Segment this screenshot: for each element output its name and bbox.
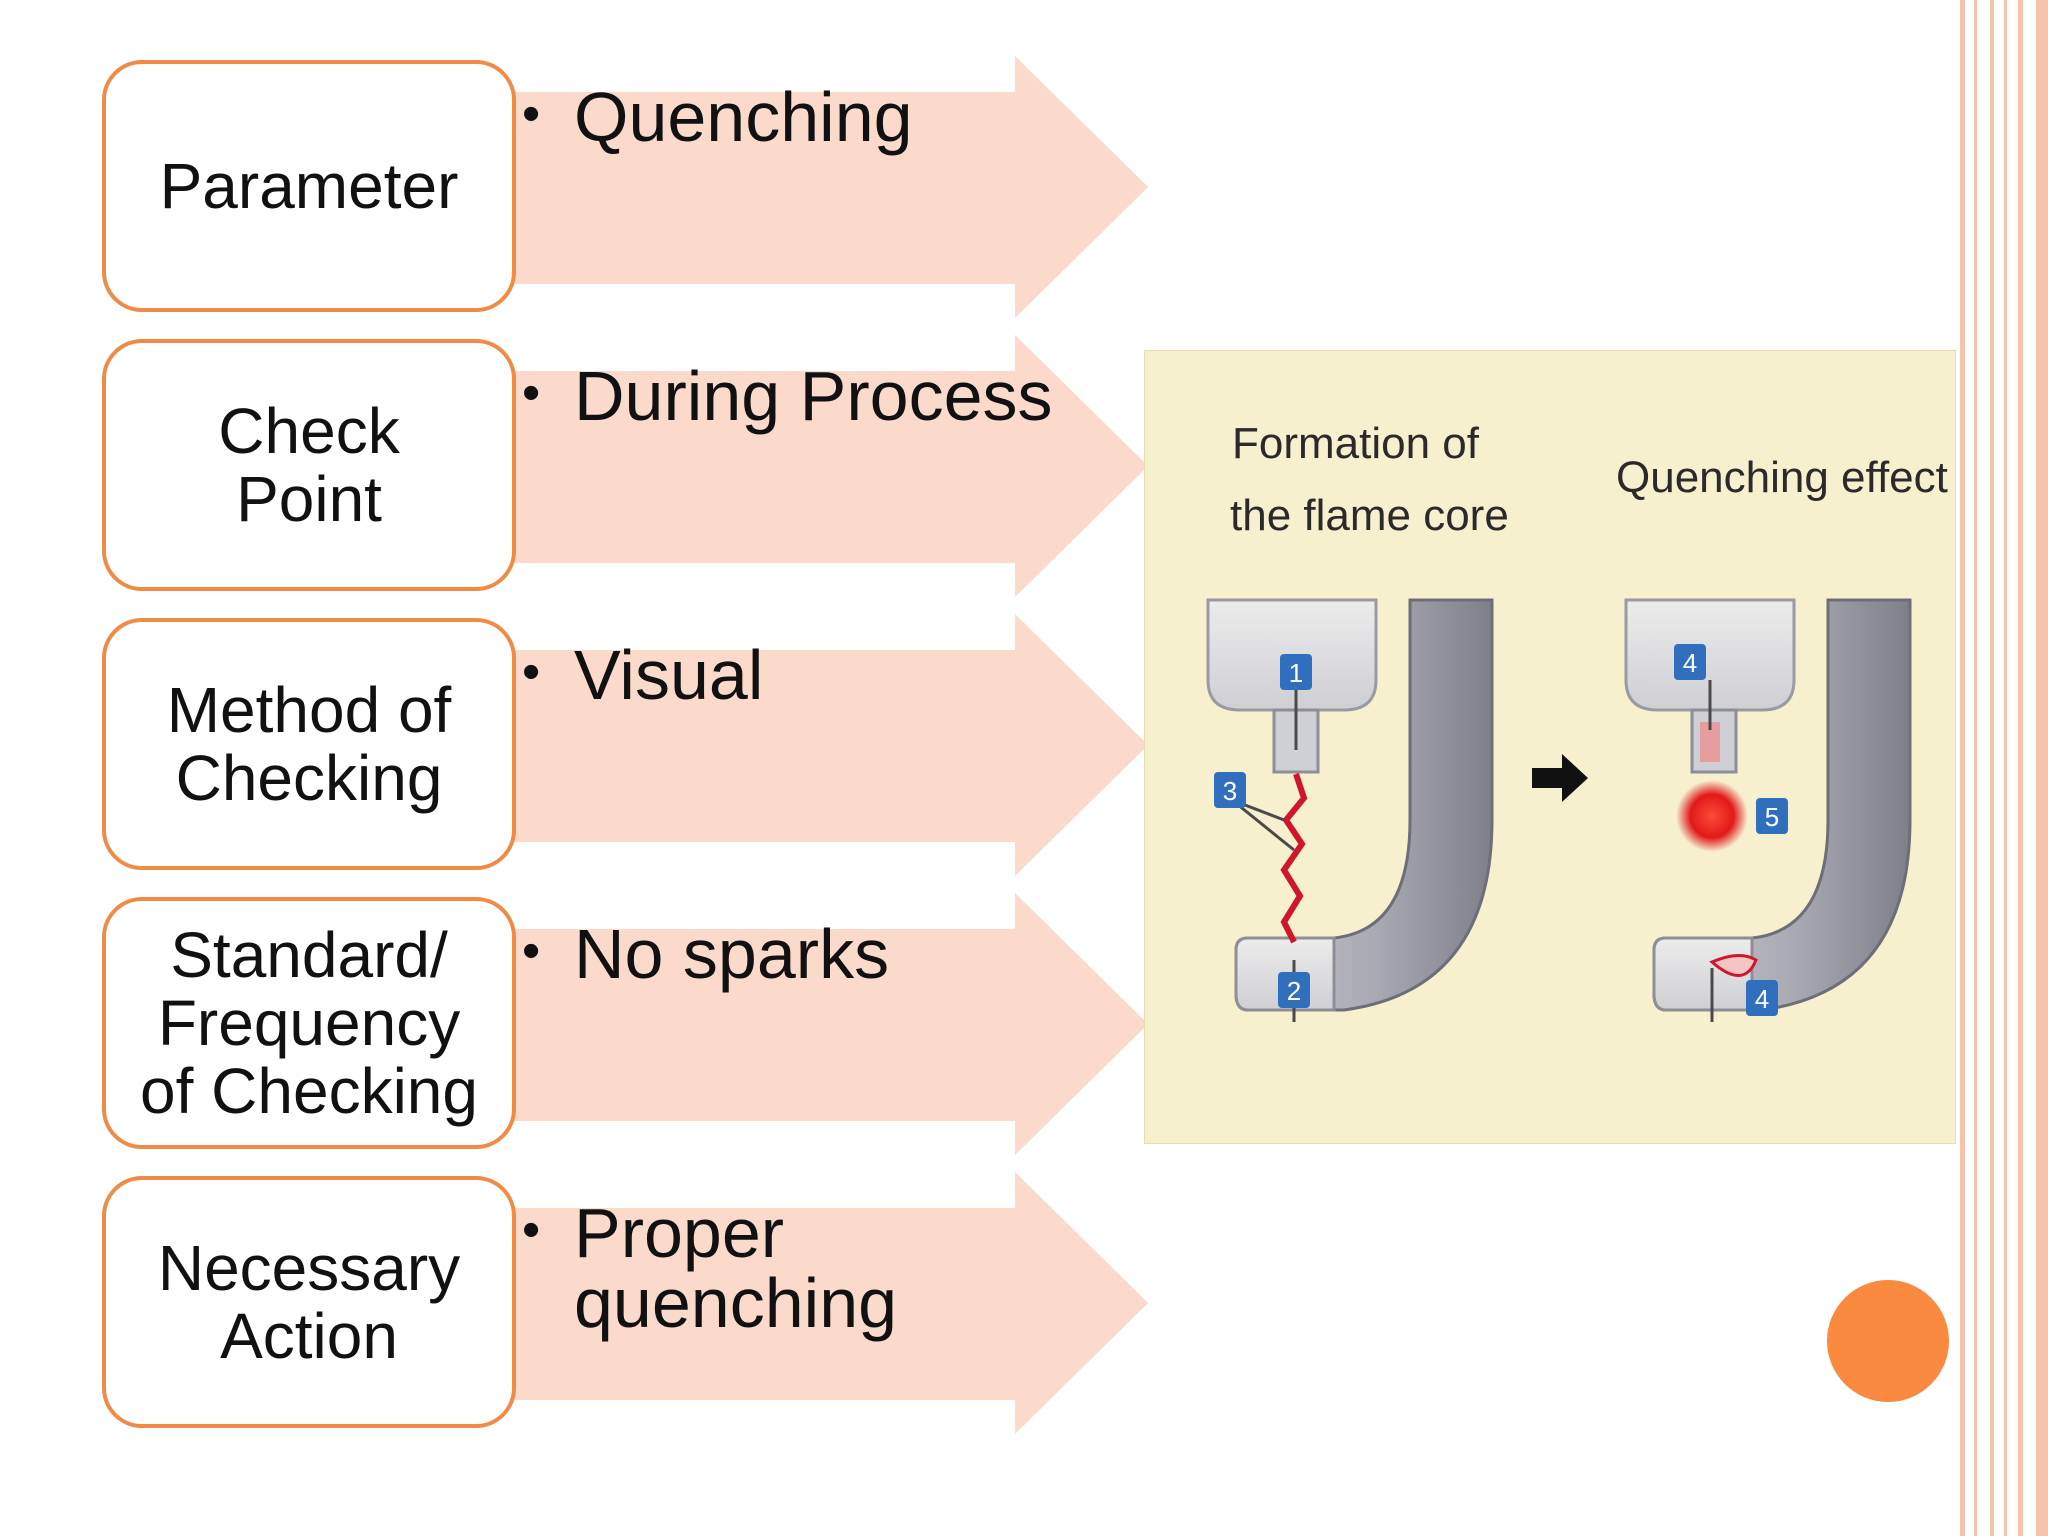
- marker-5: 5: [1765, 802, 1779, 832]
- slide-border-line: [2018, 0, 2023, 1536]
- method-label: Method of Checking: [166, 674, 452, 814]
- standard-label: Standard/ Frequency of Checking: [140, 919, 478, 1127]
- method-value-text: Visual: [574, 636, 764, 714]
- left-caption-line-2: the flame core: [1230, 491, 1509, 540]
- row-arrow: [500, 335, 1148, 597]
- row-arrow: [500, 614, 1148, 876]
- right-spark-plug-diagram: [1624, 598, 1912, 1022]
- parameter-label: Parameter: [159, 150, 459, 222]
- action-label: Necessary Action: [157, 1232, 461, 1372]
- slide-border-line: [1974, 0, 1977, 1536]
- marker-2: 2: [1287, 976, 1301, 1006]
- slide-border-line: [1990, 0, 1994, 1536]
- bullet-icon: •: [522, 922, 541, 980]
- slide-border-line: [1960, 0, 1965, 1536]
- row-arrow: [500, 56, 1148, 318]
- parameter-value-text: Quenching: [574, 78, 913, 156]
- spark-path: [1280, 773, 1308, 944]
- marker-4-top: 4: [1683, 648, 1697, 678]
- right-markers: 4 5 4: [1674, 644, 1788, 1016]
- parameter-box: Parameter: [102, 60, 516, 312]
- standard-box: Standard/ Frequency of Checking: [102, 897, 516, 1149]
- action-row: Necessary Action • Proper quenching: [0, 1172, 1160, 1434]
- left-caption-line-1: Formation of: [1232, 419, 1480, 468]
- decorative-orange-circle: [1827, 1280, 1949, 1402]
- quenching-illustration: Formation of the flame core Quenching ef…: [1144, 350, 1956, 1144]
- bullet-icon: •: [522, 364, 541, 422]
- marker-3: 3: [1223, 776, 1237, 806]
- standard-value-text: No sparks: [574, 915, 890, 993]
- right-arrow-icon: [1532, 754, 1588, 802]
- check-point-box: Check Point: [102, 339, 516, 591]
- row-arrow: [500, 893, 1148, 1155]
- check-point-row: Check Point • During Process: [0, 335, 1160, 597]
- slide-border-line: [2036, 0, 2048, 1536]
- left-markers: 1 3 2: [1214, 654, 1312, 1008]
- marker-1: 1: [1289, 658, 1303, 688]
- slide-border-line: [2004, 0, 2007, 1536]
- check-point-value-text: During Process: [574, 357, 1053, 435]
- action-value-text: Proper quenching: [574, 1194, 898, 1342]
- marker-4-bottom: 4: [1755, 984, 1769, 1014]
- right-caption: Quenching effect: [1616, 453, 1948, 502]
- method-row: Method of Checking • Visual: [0, 614, 1160, 876]
- row-arrow: [500, 1172, 1148, 1434]
- method-box: Method of Checking: [102, 618, 516, 870]
- quench-burst: [1676, 780, 1748, 852]
- standard-row: Standard/ Frequency of Checking • No spa…: [0, 893, 1160, 1155]
- bullet-icon: •: [522, 643, 541, 701]
- parameter-row: Parameter • Quenching: [0, 56, 1160, 318]
- bullet-icon: •: [522, 85, 541, 143]
- bullet-icon: •: [522, 1201, 541, 1259]
- action-box: Necessary Action: [102, 1176, 516, 1428]
- check-point-label: Check Point: [218, 395, 400, 535]
